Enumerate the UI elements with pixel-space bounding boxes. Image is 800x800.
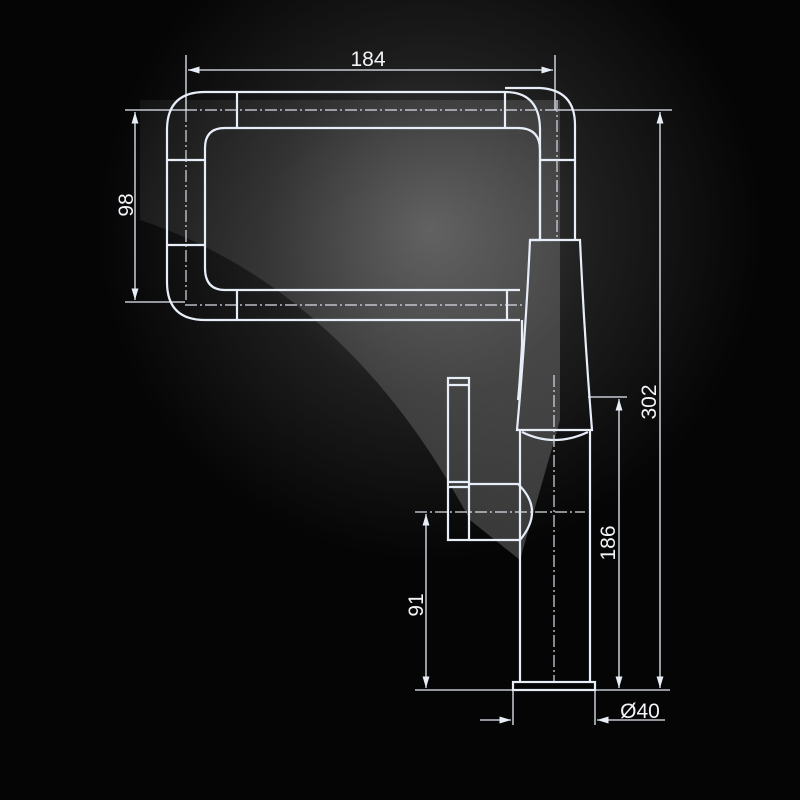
dimension-302-label: 302 [638, 384, 661, 419]
dimension-98-label: 98 [115, 193, 138, 216]
glare [140, 100, 560, 560]
dimension-184 [185, 55, 556, 110]
lever-handle [415, 376, 585, 542]
spout-body [515, 238, 594, 682]
spout-loop [165, 86, 577, 322]
dimension-186 [588, 396, 627, 688]
dimension-184-label: 184 [350, 48, 385, 71]
dimension-302 [558, 109, 672, 688]
dimension-diameter-40-label: Ø40 [620, 700, 660, 723]
dimension-91-label: 91 [405, 593, 428, 616]
dimension-98 [125, 109, 185, 303]
dimension-186-label: 186 [597, 525, 620, 560]
faucet-column [511, 430, 597, 725]
